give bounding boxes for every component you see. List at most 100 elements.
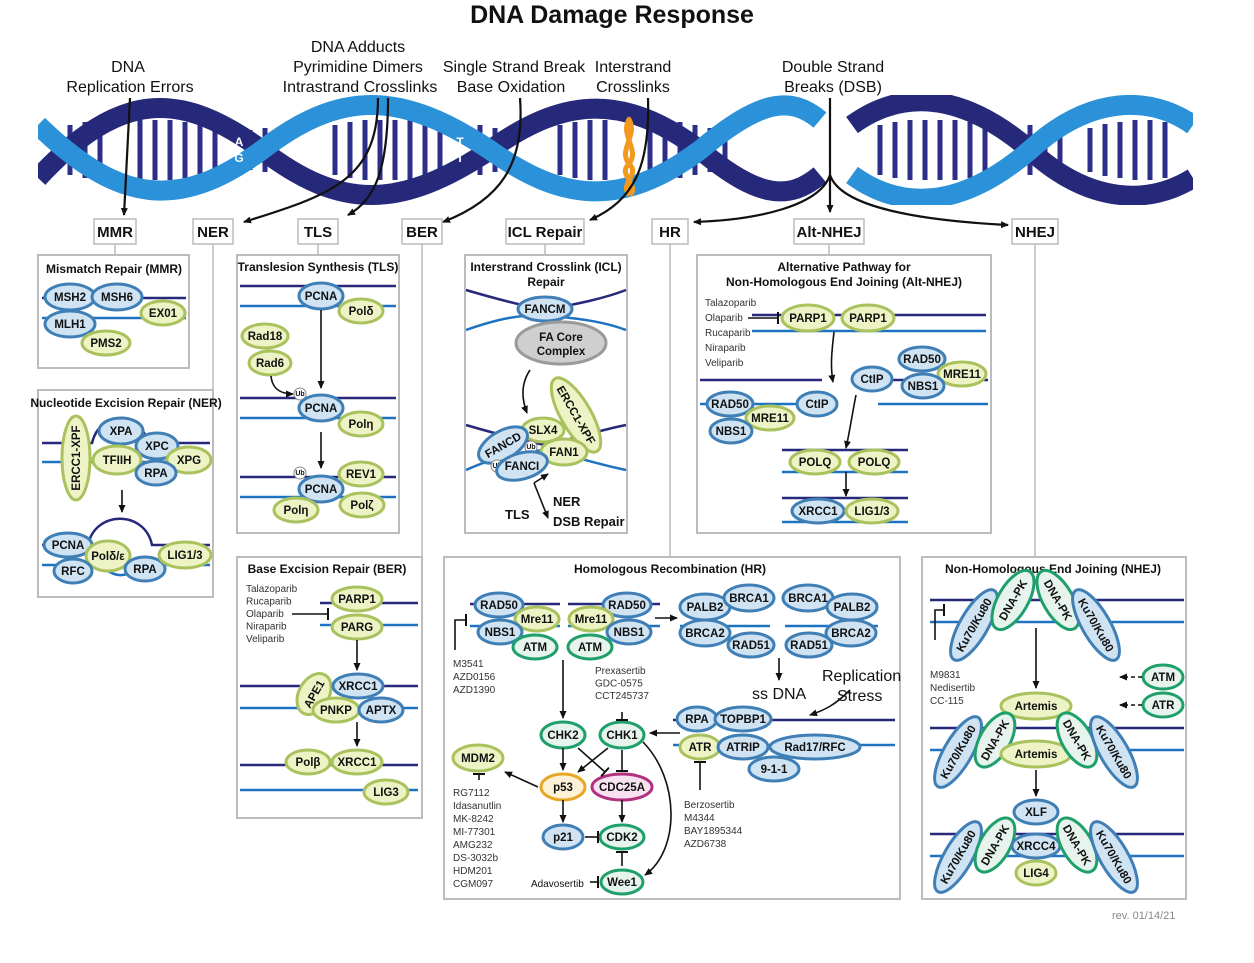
protein-chk2: CHK2	[539, 720, 587, 750]
inhibition-lines	[292, 312, 945, 888]
protein-artemis-2: Artemis	[999, 739, 1073, 769]
protein-artemis-1: Artemis	[999, 691, 1073, 721]
drug-name: Niraparib	[705, 343, 746, 354]
drug-name: CGM097	[453, 879, 493, 890]
damage-label-replication-2: Replication Errors	[66, 79, 193, 96]
protein-xrcc4: XRCC4	[1010, 832, 1062, 860]
svg-text:CHK2: CHK2	[547, 730, 578, 742]
protein-lig3: LIG3	[362, 778, 410, 806]
damage-label-ssb-1: Single Strand Break	[443, 59, 586, 76]
drug-name: MK-8242	[453, 814, 494, 825]
drug-name: RG7112	[453, 788, 490, 799]
svg-text:ATR: ATR	[1152, 700, 1175, 712]
drug-name: M3541	[453, 659, 484, 670]
protein-nbs1-alt-2: NBS1	[708, 417, 754, 445]
tag-tls[interactable]: TLS	[297, 218, 339, 245]
svg-text:TFIIH: TFIIH	[103, 455, 132, 467]
damage-label-adducts-2: Pyrimidine Dimers	[293, 59, 423, 76]
protein-rad50-alt-1: RAD50	[897, 345, 947, 373]
svg-text:FAN1: FAN1	[549, 447, 579, 459]
tag-mmr-label: MMR	[97, 224, 133, 241]
drug-name: Talazoparib	[705, 298, 757, 309]
protein-wee1: Wee1	[599, 868, 645, 896]
drug-lists: TalazoparibOlaparibRucaparibNiraparibVel…	[246, 298, 975, 890]
tag-icl[interactable]: ICL Repair	[505, 218, 585, 245]
svg-text:Artemis: Artemis	[1015, 701, 1058, 713]
drug-wee1: Adavosertib	[531, 879, 584, 890]
base-t2: T	[456, 151, 464, 165]
svg-text:Polδ/ε: Polδ/ε	[91, 551, 125, 563]
drugs-altnhej: TalazoparibOlaparibRucaparibNiraparibVel…	[705, 298, 757, 369]
tag-altnhej[interactable]: Alt-NHEJ	[793, 218, 865, 245]
drug-name: Veliparib	[246, 634, 285, 645]
protein-chk1: CHK1	[598, 720, 646, 750]
protein-mre11-hr-1: Mre11	[513, 605, 561, 633]
protein-pcna-tls-2: PCNA	[297, 393, 345, 423]
protein-rfc: RFC	[52, 557, 94, 585]
svg-text:Complex: Complex	[537, 346, 586, 358]
base-c: C	[109, 151, 118, 165]
damage-label-ssb-2: Base Oxidation	[457, 79, 566, 96]
svg-text:MRE11: MRE11	[943, 369, 981, 381]
svg-text:Mre11: Mre11	[521, 614, 554, 626]
svg-text:FANCM: FANCM	[525, 304, 566, 316]
svg-text:Wee1: Wee1	[607, 877, 637, 889]
protein-topbp1: TOPBP1	[713, 705, 773, 733]
svg-text:PARG: PARG	[341, 622, 373, 634]
protein-p21: p21	[541, 823, 585, 851]
protein-poleta-tls-1: Polη	[337, 410, 385, 438]
drug-name: HDM201	[453, 866, 493, 877]
svg-text:ATM: ATM	[578, 642, 602, 654]
drug-name: AZD1390	[453, 685, 496, 696]
tag-mmr[interactable]: MMR	[93, 218, 137, 245]
protein-polq-2: POLQ	[847, 448, 901, 476]
protein-cdc25a: CDC25A	[590, 772, 654, 802]
svg-text:NBS1: NBS1	[908, 381, 939, 393]
tag-nhej[interactable]: NHEJ	[1011, 218, 1059, 245]
svg-text:FA Core: FA Core	[539, 332, 583, 344]
svg-text:p21: p21	[553, 832, 573, 844]
damage-labels: DNA Replication Errors DNA Adducts Pyrim…	[66, 39, 884, 96]
protein-rpa-ner: RPA	[134, 459, 178, 487]
svg-text:ATR: ATR	[689, 742, 712, 754]
protein-mre11-alt-1: MRE11	[936, 360, 988, 388]
protein-pcna-ner: PCNA	[42, 531, 94, 559]
svg-text:Artemis: Artemis	[1015, 749, 1058, 761]
protein-nbs1-hr-1: NBS1	[476, 618, 524, 646]
svg-text:RAD51: RAD51	[790, 640, 828, 652]
tag-nhej-label: NHEJ	[1015, 224, 1055, 241]
protein-parp1-alt-2: PARP1	[840, 303, 896, 333]
svg-text:RAD50: RAD50	[903, 354, 941, 366]
svg-text:9-1-1: 9-1-1	[761, 764, 788, 776]
protein-atm-hr-2: ATM	[566, 633, 614, 661]
protein-atr-hr: ATR	[678, 733, 722, 761]
protein-parg: PARG	[330, 613, 384, 641]
tag-hr[interactable]: HR	[651, 218, 689, 245]
protein-rad51-1: RAD51	[726, 631, 776, 659]
drug-name: M4344	[684, 813, 715, 824]
tag-ber[interactable]: BER	[401, 218, 443, 245]
svg-text:Polβ: Polβ	[296, 757, 321, 769]
pathway-tags: MMR NER TLS BER ICL Repair HR Alt-NHEJ N…	[93, 218, 1059, 245]
tag-ner[interactable]: NER	[192, 218, 234, 245]
svg-text:CHK1: CHK1	[606, 730, 638, 742]
drug-name: Nedisertib	[930, 683, 975, 694]
protein-polq-1: POLQ	[788, 448, 842, 476]
base-t: T	[109, 135, 117, 149]
panel-ber-title: Base Excision Repair (BER)	[248, 562, 407, 576]
svg-text:BRCA1: BRCA1	[788, 593, 828, 605]
drug-name: Rucaparib	[246, 597, 292, 608]
svg-text:ATRIP: ATRIP	[726, 742, 760, 754]
tag-tls-label: TLS	[304, 224, 332, 241]
svg-text:p53: p53	[553, 782, 573, 794]
protein-polb: Polβ	[284, 748, 332, 776]
protein-ctip-alt-1: CtIP	[850, 365, 894, 393]
protein-pnkp: PNKP	[311, 696, 361, 724]
svg-text:BRCA2: BRCA2	[831, 628, 871, 640]
protein-p53: p53	[539, 772, 587, 802]
protein-xrcc1-ber-1: XRCC1	[331, 672, 385, 700]
protein-xrcc1-alt: XRCC1	[790, 497, 846, 525]
svg-text:LIG3: LIG3	[373, 787, 399, 799]
protein-lig-ner: LIG1/3	[157, 540, 213, 570]
